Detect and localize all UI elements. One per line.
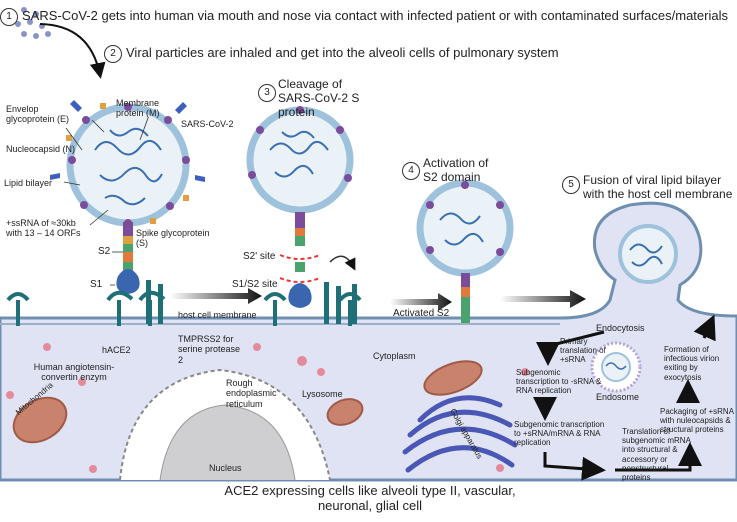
- step-5-text: Fusion of viral lipid bilayer with the h…: [583, 173, 733, 201]
- lysosome-label: Lysosome: [302, 389, 343, 399]
- step-5-number: 5: [562, 176, 580, 194]
- primary-translation-text: Primary translation of +sRNA: [560, 337, 606, 365]
- host-membrane-label: host cell membrane: [178, 310, 257, 320]
- tmprss2-label: TMPRSS2 for serine protease 2: [178, 334, 241, 365]
- virus-name-label: SARS-CoV-2: [181, 119, 234, 129]
- virus-activation: [416, 179, 514, 323]
- nucleus-label: Nucleus: [209, 463, 242, 473]
- cytoplasm-label: Cytoplasm: [373, 351, 416, 361]
- membrane-label: Membrane protein (M): [116, 98, 160, 119]
- step-2-number: 2: [104, 45, 122, 63]
- endosome-label: Endosome: [596, 392, 640, 402]
- virus-fusing: [618, 224, 678, 284]
- label-pointers: [63, 117, 149, 286]
- activated-s2-label: Activated S2: [393, 308, 450, 319]
- packaging-text: Packaging of +sRNA with nuleocapsids & s…: [660, 407, 734, 435]
- rna-label: +ssRNA of ≈30kb with 13 – 14 ORFs: [6, 218, 81, 239]
- subgenomic-minus-text: Subgenomic transcription to -sRNA & RNA …: [516, 368, 602, 396]
- ace2-full-label: Human angiotensin-convertin enzym: [33, 362, 115, 383]
- virus-intact: [50, 100, 205, 294]
- caption: ACE2 expressing cells like alveoli type …: [224, 483, 516, 513]
- s2-label: S2: [98, 246, 111, 257]
- mitochondria-shape: [12, 360, 483, 444]
- translation-text: Translation of subgenomic mRNA into stru…: [622, 427, 691, 482]
- nucleus: [119, 368, 331, 481]
- s1-label: S1: [90, 279, 103, 290]
- s2-prime-site-label: S2' site: [243, 251, 276, 262]
- hace2-label: hACE2: [102, 345, 131, 355]
- endosome-shape: [590, 341, 642, 393]
- rough-er-label: Rough endoplasmic reticulum: [226, 378, 277, 409]
- nucleocapsid-label: Nucleocapsid (N): [6, 144, 76, 154]
- step-4-text: Activation of S2 domain: [423, 156, 489, 184]
- step-3-number: 3: [258, 84, 276, 102]
- spike-label: Spike glycoprotein (S): [136, 228, 210, 249]
- step-3-text: Cleavage of SARS-CoV-2 S protein: [278, 77, 360, 119]
- endocytosis-label: Endocytosis: [596, 323, 645, 333]
- formation-text: Formation of infectious virion exiting b…: [664, 345, 720, 382]
- flow-arrows: [533, 314, 716, 481]
- stage-arrows: [170, 288, 586, 311]
- step-1-number: 1: [0, 8, 18, 26]
- tmprss2-shapes: [146, 280, 357, 324]
- step-2-text: Viral particles are inhaled and get into…: [126, 45, 559, 60]
- entry-arrow: [39, 23, 106, 79]
- lipid-bilayer-label: Lipid bilayer: [4, 178, 53, 188]
- step-1-text: SARS-CoV-2 gets into human via mouth and…: [22, 8, 728, 23]
- subgenomic-plus-text: Subgenomic transcription to +sRNA/mRNA &…: [514, 420, 605, 448]
- envelope-label: Envelop glycoprotein (E): [6, 104, 70, 125]
- golgi-shape: [402, 395, 518, 473]
- s1-s2-site-label: S1/S2 site: [232, 279, 278, 290]
- step-4-number: 4: [402, 162, 420, 180]
- lysosome-dots: [6, 343, 529, 473]
- virus-cleavage: [246, 106, 356, 308]
